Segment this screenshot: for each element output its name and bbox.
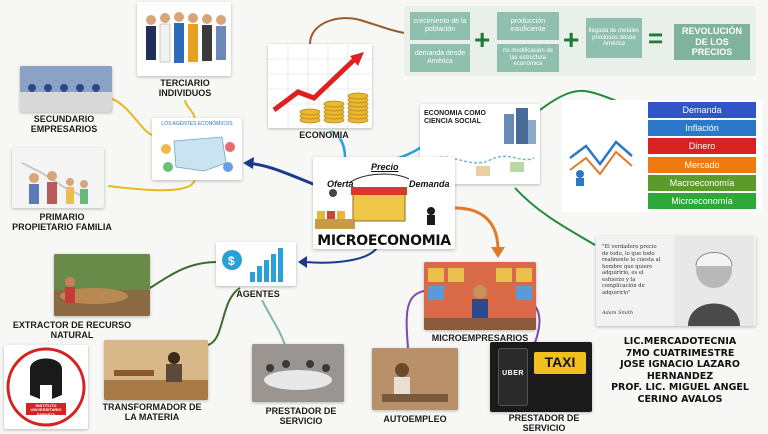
- category-3: Dinero: [648, 138, 756, 155]
- adam-smith-portrait: [674, 236, 754, 326]
- esparta-logo-text: INSTITUTO UNIVERSITARIO ESPARTA: [30, 403, 62, 417]
- quote-image: "El verdadero precio de todo, lo que tod…: [596, 236, 756, 326]
- line-terciario: [184, 99, 196, 121]
- produccion-box: producción insuficiente: [497, 12, 559, 40]
- arrowhead-agentes-slide: [243, 157, 254, 169]
- line-quote: [514, 187, 596, 246]
- agentes-slide-image: LOS AGENTES ECONÓMICOS: [152, 118, 242, 180]
- carpenter-illustration: [104, 340, 208, 400]
- prestador-label: PRESTADOR DE SERVICIO: [265, 406, 337, 427]
- primario-image: [12, 148, 104, 208]
- plus-icon-2: +: [563, 24, 580, 55]
- trend-chart-illustration: [566, 118, 642, 188]
- credits-block: LIC.MERCADOTECNIA 7MO CUATRIMESTRE JOSE …: [600, 336, 760, 405]
- arrowhead-agentes: [298, 256, 307, 268]
- taxi-text: TAXI: [544, 354, 576, 370]
- credit-line-2: 7MO CUATRIMESTRE: [625, 347, 735, 359]
- credit-line-6: CERINO AVALOS: [637, 393, 723, 405]
- ciencia-label: ECONOMIA COMO CIENCIA SOCIAL: [424, 110, 486, 126]
- agentes-map-illustration: [161, 136, 235, 172]
- line-secundario: [109, 97, 153, 136]
- category-4: Mercado: [648, 156, 756, 173]
- secundario-image: [20, 66, 112, 112]
- primario-label: PRIMARIO PROPIETARIO FAMILIA: [12, 212, 112, 233]
- autoempleo-image: [372, 348, 458, 410]
- precio-label: Precio: [371, 162, 399, 172]
- microeconomia-image: Precio Oferta Demanda MICROECONOMIA: [313, 157, 455, 249]
- prestador-image: [252, 344, 344, 402]
- agentes-image: $: [216, 242, 296, 286]
- credit-line-4: HERNANDEZ: [646, 370, 714, 382]
- uber-text: UBER: [502, 370, 524, 377]
- extractor-image: [54, 254, 150, 316]
- economia-label: ECONOMIA: [299, 130, 349, 140]
- workshop-illustration: [372, 348, 458, 410]
- economia-image: [268, 44, 372, 128]
- uber-phone: [498, 348, 528, 406]
- market-illustration: [315, 173, 435, 229]
- line-prestador: [261, 299, 286, 346]
- demanda-america-box: demanda desde América: [410, 44, 470, 72]
- agentes-slide-title: LOS AGENTES ECONÓMICOS: [161, 121, 233, 127]
- extractor-label: EXTRACTOR DE RECURSO NATURAL: [12, 320, 132, 341]
- factory-workers-illustration: [20, 66, 112, 112]
- category-2: Inflación: [648, 120, 756, 137]
- category-5: Macroeconomía: [648, 174, 756, 191]
- line-extractor: [149, 261, 219, 289]
- quote-text: "El verdadero precio de todo, lo que tod…: [602, 244, 661, 296]
- no-modificacion-box: no modificación de las estructura económ…: [497, 44, 559, 72]
- credit-line-5: PROF. LIC. MIGUEL ANGEL: [611, 382, 749, 394]
- family-illustration: [21, 162, 88, 204]
- terciario-label: TERCIARIO INDIVIDUOS: [158, 78, 212, 99]
- logging-illustration: [54, 254, 150, 316]
- demanda-label: Demanda: [409, 179, 450, 189]
- microempresarios-label: MICROEMPRESARIOS: [431, 333, 529, 343]
- growth-coins-illustration: [268, 44, 372, 128]
- line-economia: [329, 130, 347, 159]
- line-microempresarios: [454, 206, 500, 251]
- category-6: Microeconomía: [648, 193, 756, 209]
- esparta-logo: INSTITUTO UNIVERSITARIO ESPARTA: [4, 345, 88, 429]
- taxi-sign: [534, 352, 586, 374]
- svg-text:$: $: [228, 254, 235, 268]
- equals-icon: =: [648, 23, 664, 53]
- microempresarios-image: [424, 262, 536, 330]
- credit-line-1: LIC.MERCADOTECNIA: [623, 336, 737, 347]
- line-primario: [107, 177, 196, 192]
- secundario-label: SECUNDARIO EMPRESARIOS: [30, 114, 98, 135]
- center-title: MICROECONOMIA: [317, 233, 451, 249]
- line-transformador: [207, 287, 241, 346]
- revolucion-result-box: REVOLUCIÓN DE LOS PRECIOS: [674, 24, 750, 60]
- autoempleo-label: AUTOEMPLEO: [383, 414, 447, 424]
- oferta-label: Oferta: [327, 179, 354, 189]
- plus-icon: +: [474, 24, 491, 55]
- crecimiento-box: crecimiento de la población: [410, 12, 470, 40]
- transformador-image: [104, 340, 208, 400]
- workers-illustration: [146, 12, 226, 63]
- meeting-illustration: [252, 344, 344, 402]
- shop-illustration: [424, 262, 536, 330]
- arrow-to-agentes-slide: [246, 161, 319, 188]
- quote-author: Adam Smith: [602, 310, 634, 316]
- line-revolucion: [309, 17, 411, 45]
- prestador2-label: PRESTADOR DE SERVICIO: [508, 413, 580, 434]
- bar-growth-illustration: $: [222, 248, 283, 282]
- llegada-box: llegada de metales preciosos desde Améri…: [586, 18, 642, 58]
- arrowhead-microempresarios: [491, 247, 505, 258]
- taxi-image: UBER TAXI: [490, 342, 592, 412]
- category-1: Demanda: [648, 102, 756, 118]
- transformador-label: TRANSFORMADOR DE LA MATERIA: [102, 402, 202, 423]
- line-autoempleo: [405, 289, 431, 349]
- line-agentes: [304, 245, 379, 264]
- credit-line-3: JOSE IGNACIO LAZARO: [620, 359, 740, 371]
- agentes-label: AGENTES: [236, 289, 280, 299]
- terciario-image: [137, 2, 231, 76]
